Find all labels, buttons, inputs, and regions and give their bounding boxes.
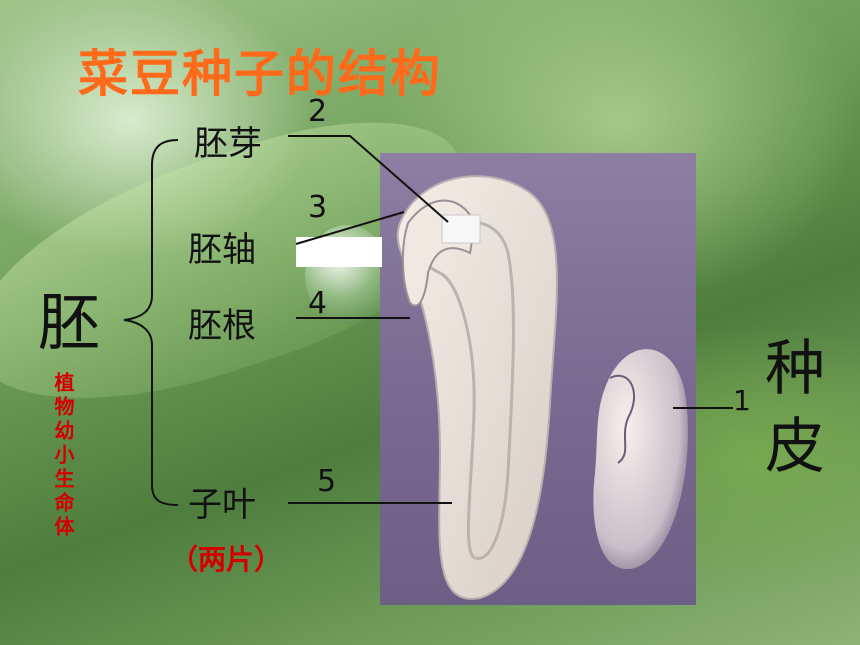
leader-line-3 (295, 211, 405, 245)
leader-line-2 (288, 135, 449, 223)
seed-coat-label: 种皮 (765, 334, 825, 482)
part-label-plumule: 胚芽 (194, 124, 262, 164)
cotyledon-inner-ridge (422, 220, 515, 560)
whole-seed-shape (593, 349, 688, 570)
slide-title: 菜豆种子的结构 (78, 45, 442, 103)
cotyledon-count-note: （两片） (170, 543, 283, 576)
seed-hilum-line (609, 374, 635, 464)
part-number-1: 1 (733, 384, 751, 417)
plumule-highlight (441, 214, 481, 244)
cotyledon-shape (396, 175, 558, 600)
part-label-cotyledon: 子叶 (188, 485, 256, 525)
part-number-3: 3 (308, 190, 328, 225)
part-number-2: 2 (308, 94, 328, 129)
part-label-hypocotyl: 胚轴 (188, 230, 256, 270)
seed-photo (380, 153, 696, 605)
embryo-description: 植物幼小生命体 (51, 372, 75, 540)
part-label-radicle: 胚根 (188, 306, 256, 346)
part-number-4: 4 (308, 286, 328, 321)
embryo-brace (123, 139, 179, 506)
part-number-5: 5 (317, 464, 337, 499)
axis-label-mask (296, 237, 382, 267)
seed-illustration (396, 175, 688, 600)
embryo-label: 胚 (38, 286, 101, 359)
